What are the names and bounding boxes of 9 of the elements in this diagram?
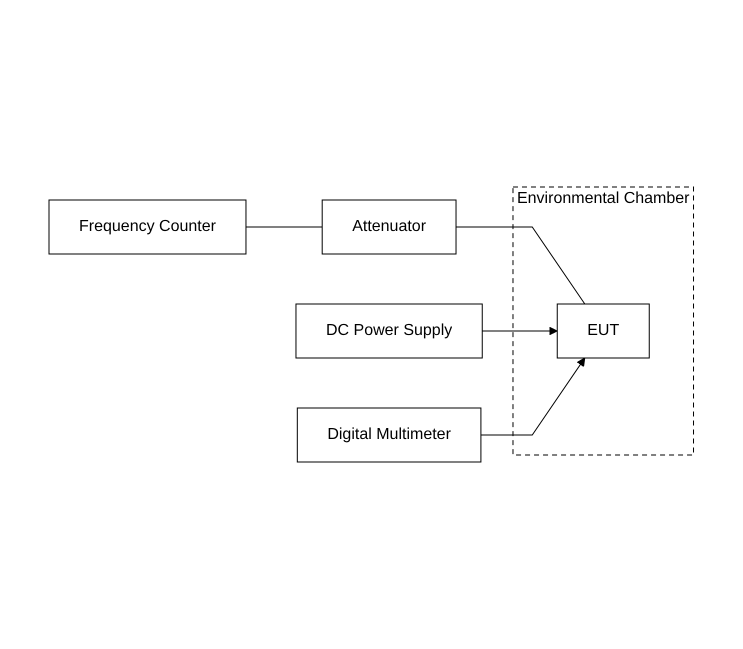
connector (246, 226, 323, 228)
node-box: Frequency Counter (48, 200, 247, 254)
arrow (480, 358, 586, 436)
node-box: Digital Multimeter (297, 408, 482, 462)
node-box: DC Power Supply (296, 304, 483, 358)
node-box: EUT (556, 304, 650, 358)
connector (456, 226, 586, 304)
arrow (482, 326, 558, 336)
node-box: Attenuator (322, 200, 457, 254)
